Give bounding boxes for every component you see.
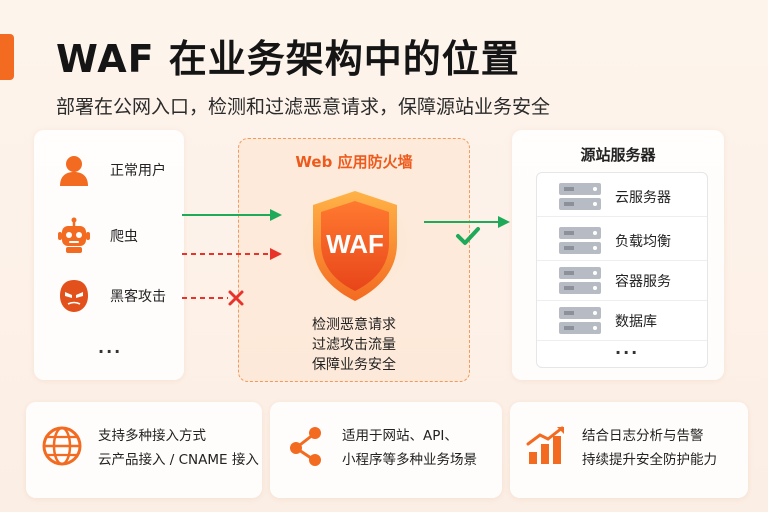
feature-card-scenarios: 适用于网站、API、 小程序等多种业务场景	[270, 402, 502, 498]
feature-line: 结合日志分析与告警	[582, 428, 704, 444]
robot-icon	[54, 216, 94, 256]
origin-more: ...	[615, 339, 640, 358]
server-icon	[559, 182, 601, 211]
server-icon	[559, 226, 601, 255]
feature-line: 云产品接入 / CNAME 接入	[98, 452, 259, 468]
waf-title: Web 应用防火墙	[295, 153, 413, 171]
client-normal-user: 正常用户	[34, 150, 184, 190]
server-label: 数据库	[615, 313, 657, 330]
feature-text: 结合日志分析与告警 持续提升安全防护能力	[582, 424, 717, 472]
waf-shield-icon: WAF	[295, 181, 415, 311]
client-crawler: 爬虫	[34, 216, 184, 256]
bar-chart-icon	[524, 424, 572, 472]
feature-line: 适用于网站、API、	[342, 428, 458, 444]
list-item: 数据库	[537, 301, 707, 341]
waf-line: 保障业务安全	[312, 357, 396, 373]
origin-title: 源站服务器	[580, 146, 656, 164]
client-label: 爬虫	[110, 229, 138, 245]
clients-panel	[34, 130, 184, 380]
list-item: 云服务器	[537, 177, 707, 217]
waf-line: 过滤攻击流量	[312, 337, 396, 353]
feature-line: 小程序等多种业务场景	[342, 452, 477, 468]
clients-more: ...	[98, 338, 123, 357]
waf-badge: WAF	[326, 229, 384, 259]
waf-panel: Web 应用防火墙 WAF 检测	[238, 138, 470, 382]
feature-text: 支持多种接入方式 云产品接入 / CNAME 接入	[98, 424, 259, 472]
feature-line: 持续提升安全防护能力	[582, 452, 717, 468]
list-item: 负载均衡	[537, 221, 707, 261]
page-subtitle: 部署在公网入口，检测和过滤恶意请求，保障源站业务安全	[56, 96, 551, 118]
server-label: 负载均衡	[615, 233, 671, 250]
server-icon	[559, 306, 601, 335]
waf-description: 检测恶意请求 过滤攻击流量 保障业务安全	[239, 315, 469, 375]
client-label: 正常用户	[110, 163, 166, 179]
server-icon	[559, 266, 601, 295]
globe-icon	[40, 424, 88, 472]
accent-bar	[0, 34, 14, 80]
waf-line: 检测恶意请求	[312, 317, 396, 333]
feature-card-logging: 结合日志分析与告警 持续提升安全防护能力	[510, 402, 748, 498]
client-hacker: 黑客攻击	[34, 276, 184, 316]
feature-line: 支持多种接入方式	[98, 428, 206, 444]
server-label: 云服务器	[615, 189, 671, 206]
feature-card-access: 支持多种接入方式 云产品接入 / CNAME 接入	[26, 402, 262, 498]
page-title: WAF 在业务架构中的位置	[56, 37, 520, 81]
list-item: 容器服务	[537, 261, 707, 301]
share-network-icon	[284, 424, 332, 472]
origin-list: 云服务器 负载均衡 容器服务 数据库 ...	[536, 172, 708, 368]
origin-panel: 源站服务器 云服务器 负载均衡 容器服务 数据库 ...	[512, 130, 724, 380]
hacker-icon	[54, 276, 94, 316]
feature-text: 适用于网站、API、 小程序等多种业务场景	[342, 424, 477, 472]
client-label: 黑客攻击	[110, 289, 166, 305]
server-label: 容器服务	[615, 273, 671, 290]
user-icon	[54, 150, 94, 190]
